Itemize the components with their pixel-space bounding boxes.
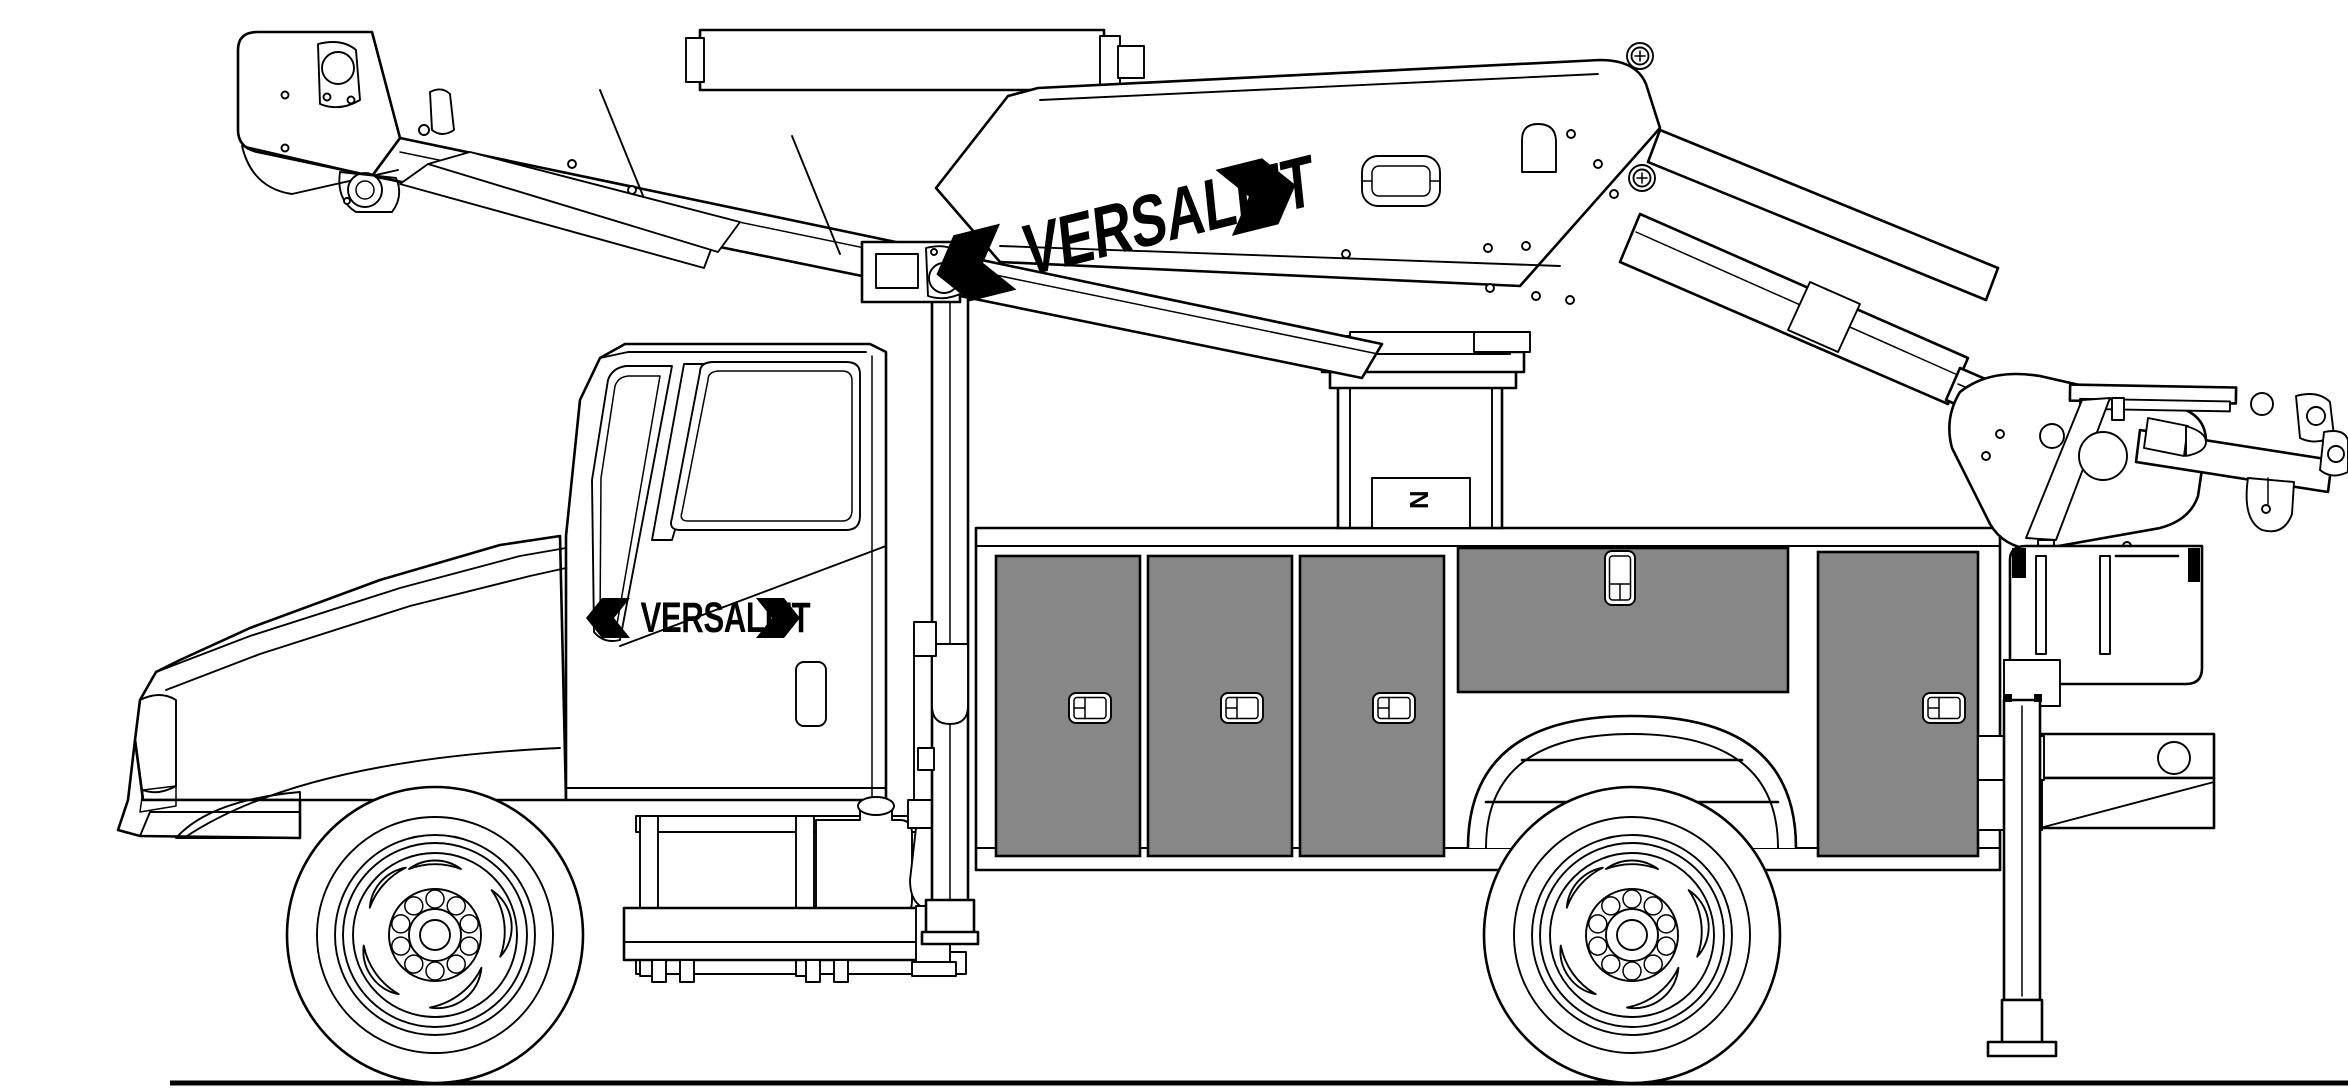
front-fender-lip	[175, 791, 301, 839]
upper-boom-top-edge	[1039, 73, 1599, 101]
telescope-upper-rail	[1646, 128, 2000, 302]
cylinder-cap-left	[685, 37, 705, 83]
compartment-door-1[interactable]	[994, 554, 1142, 858]
upper-boom-bottom-edge	[999, 245, 1561, 267]
telescope-outer-crease	[1635, 231, 1961, 377]
cab-assembly: VERSALIFT	[564, 342, 888, 802]
upper-boom-hinge-tab	[1521, 123, 1557, 173]
platform-strut	[2025, 397, 2111, 541]
heel-rivet-2	[280, 143, 290, 153]
platform-support-assembly	[2008, 539, 2204, 686]
upper-boom-access-port[interactable]	[1361, 155, 1441, 207]
lift-cylinder-lower	[399, 151, 741, 269]
boom-pivot-yoke	[338, 171, 401, 213]
side-window-inner	[680, 370, 853, 522]
boom-rest-post-assembly	[913, 268, 980, 946]
rear-outrigger-cylinder	[2000, 998, 2044, 1048]
boom-logo-right-chevron	[1215, 158, 1296, 236]
rear-bumper-light	[2157, 741, 2191, 775]
compartment-door-upper-rear[interactable]	[1456, 546, 1790, 694]
pedestal-mark: N	[1404, 491, 1434, 509]
heel-rivet-1	[280, 90, 290, 100]
cylinder-barrel	[698, 28, 1106, 92]
post-base	[924, 898, 976, 936]
compartment-door-rear[interactable]	[1816, 550, 1980, 858]
post-bracket-upper	[913, 621, 937, 657]
lift-cylinder-barrel	[427, 151, 741, 253]
storage-divider-2	[2099, 555, 2111, 655]
tip-cylinder	[2143, 417, 2189, 457]
post-bracket-lower	[917, 747, 935, 771]
compartment-door-3[interactable]	[1298, 554, 1446, 858]
boom-slot-vent	[429, 88, 455, 135]
rear-bumper-bevel	[2039, 781, 2215, 829]
front-bumper	[116, 738, 302, 840]
post-collar	[931, 643, 969, 725]
step-brackets	[651, 959, 849, 983]
rear-wheel	[1482, 785, 1782, 1085]
boom-tip-platform-assembly	[1948, 372, 2348, 552]
headlamp	[139, 785, 177, 813]
boom-section-joint-2	[791, 135, 841, 255]
upper-hydraulic-cylinder	[685, 28, 1145, 92]
rear-outrigger-assembly	[1986, 659, 2061, 1058]
hood-outer	[133, 534, 568, 802]
telescope-outer-tube	[1618, 212, 1970, 406]
cylinder-cap-right	[1099, 35, 1121, 89]
upper-boom-assembly	[934, 42, 1662, 305]
door-versalift-logo: VERSALIFT	[586, 593, 811, 641]
cab-roof-edge	[599, 351, 867, 359]
bumper-crease	[139, 811, 301, 837]
fuel-filler-cap[interactable]	[857, 796, 895, 816]
hood-assembly	[116, 534, 568, 840]
platform-port-large	[2078, 431, 2128, 481]
pedestal-access-panel[interactable]	[1371, 477, 1471, 529]
cab-beltline	[619, 545, 887, 647]
storage-corner-dark-right	[2188, 548, 2200, 582]
clevis-pin	[2261, 504, 2271, 514]
upper-boom-bolt-1	[1628, 164, 1656, 192]
windshield	[591, 365, 673, 642]
rear-wheel-arch-inner	[1485, 733, 1779, 849]
post-base-plate	[920, 930, 980, 946]
boom-logo-left-chevron	[936, 223, 1017, 302]
cylinder-rod-end	[1117, 45, 1145, 79]
utility-body-assembly	[974, 526, 2002, 872]
hood-top-crease	[155, 547, 567, 673]
upper-boom-rivets	[1341, 129, 1619, 305]
leveling-clevis	[2245, 477, 2295, 533]
elbow-plate	[875, 253, 919, 289]
boom-pivot-pin-upper	[321, 51, 355, 85]
rear-outrigger-foot-pad	[1986, 1040, 2058, 1058]
boom-section-joint-1	[599, 89, 649, 209]
tip-roller	[2250, 392, 2274, 416]
fuel-tank	[815, 803, 913, 919]
door-handle[interactable]	[795, 661, 827, 727]
telescope-collar	[1787, 281, 1861, 353]
front-outrigger-foot	[911, 961, 957, 977]
turntable-lug-right	[1473, 331, 1531, 353]
compartment-door-2[interactable]	[1146, 554, 1294, 858]
door-logo-left-chevron	[586, 598, 630, 638]
lower-boom-heel	[236, 30, 402, 178]
hood-side-sweep	[183, 747, 561, 839]
platform-rail-post	[2111, 397, 2125, 421]
grille-nose	[139, 694, 177, 794]
platform-port-small	[2039, 423, 2065, 449]
side-window	[670, 361, 861, 531]
front-wheel	[285, 785, 585, 1085]
storage-corner-dark-left	[2012, 548, 2026, 578]
boom-pivot-pin-lower	[347, 172, 383, 208]
upper-boom-plate	[934, 58, 1662, 288]
door-logo-right-chevron	[756, 598, 800, 638]
tip-cylinder-nose	[2185, 425, 2207, 457]
running-board	[622, 906, 932, 962]
hood-top-crease-2	[165, 567, 567, 691]
upper-boom-bolt-2	[1626, 42, 1654, 70]
boom-hole-small	[418, 124, 430, 136]
chassis-frame-assembly	[622, 796, 967, 983]
storage-divider-1	[2035, 555, 2047, 655]
rear-bumper-assembly	[1977, 732, 2216, 831]
